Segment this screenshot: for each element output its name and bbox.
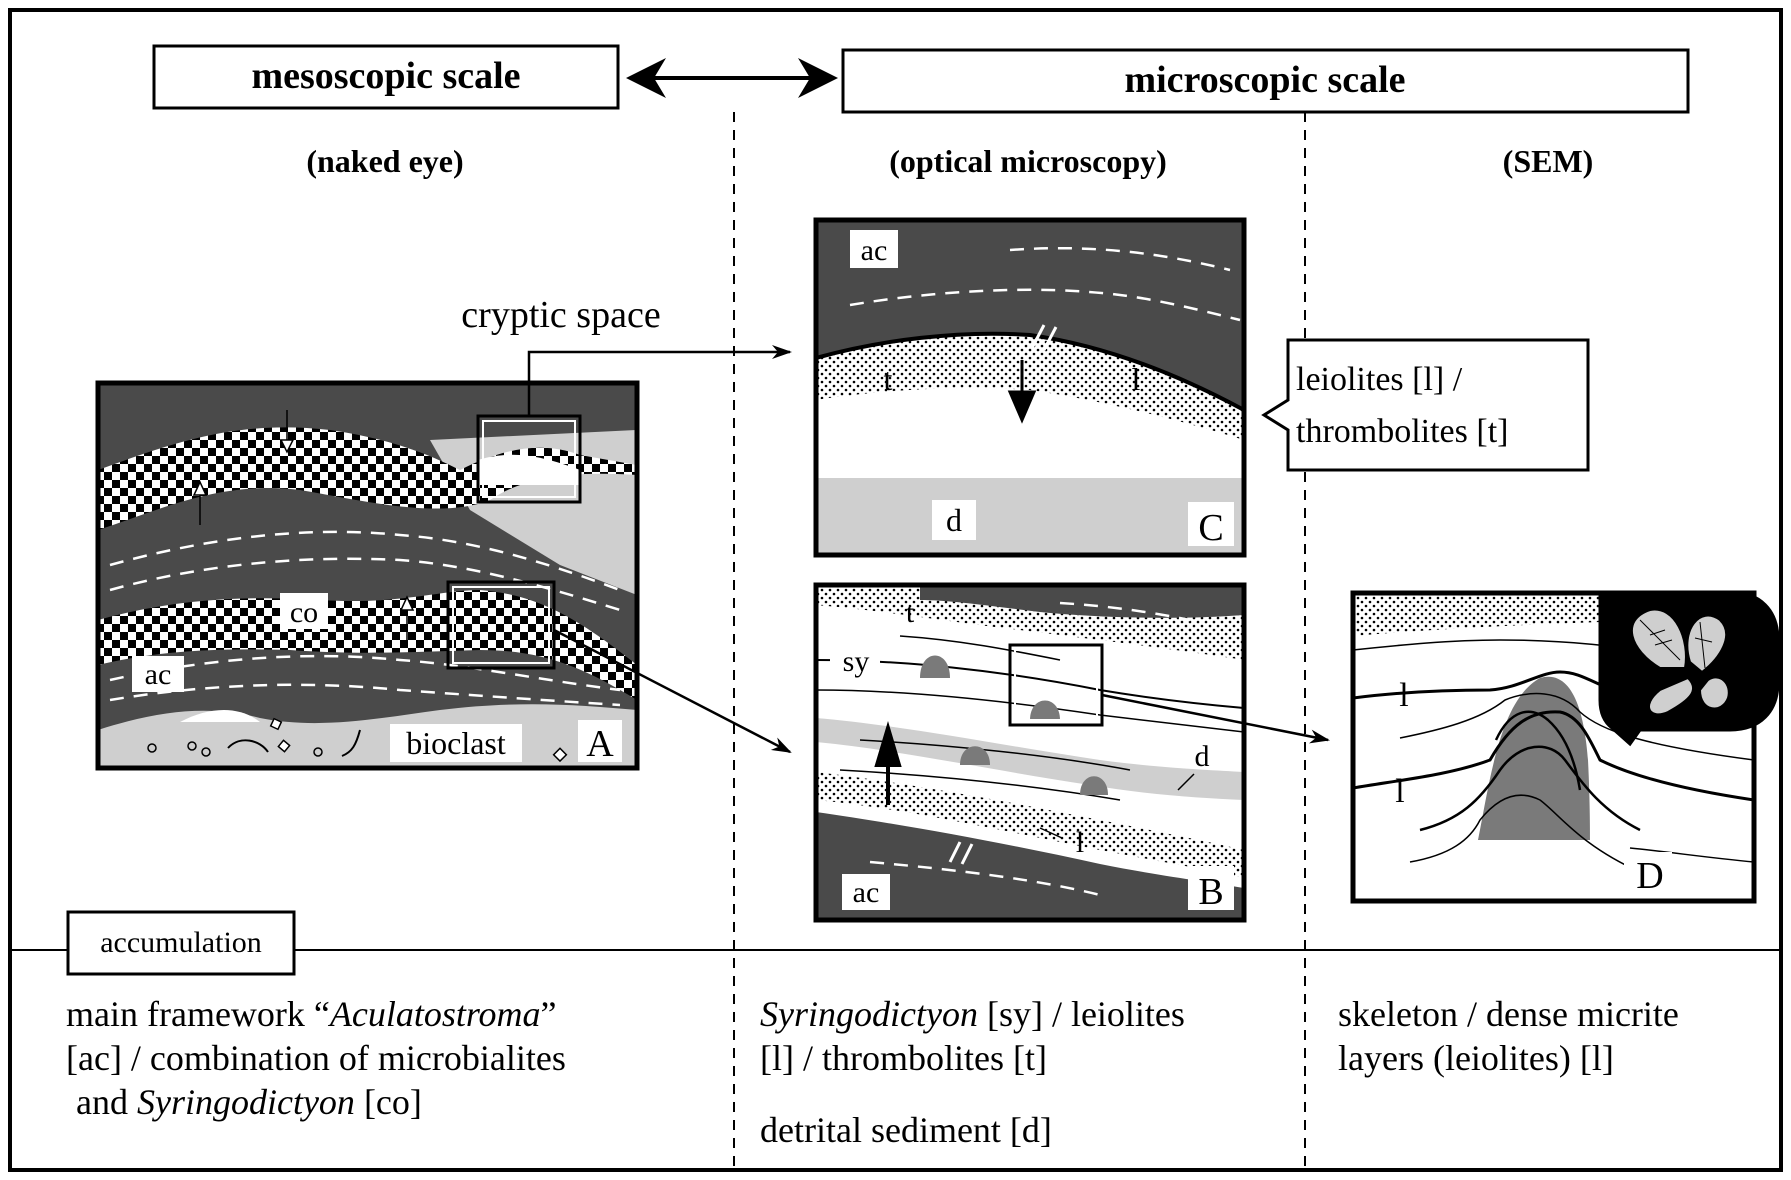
optical-microscopy-label: (optical microscopy) <box>889 143 1167 179</box>
scale-double-arrow <box>626 58 838 98</box>
panel-c-d-label: d <box>946 502 962 538</box>
arrow-b-to-d <box>1101 693 1330 744</box>
cryptic-space-connector <box>527 345 792 416</box>
panel-b-l-label: l <box>1076 826 1084 859</box>
zoom-box-b <box>1008 643 1104 727</box>
panel-b-d-label: d <box>1195 740 1210 773</box>
caption-col1-line2: [ac] / combination of microbialites <box>66 1038 566 1078</box>
caption-col2-line2: [l] / thrombolites [t] <box>760 1038 1047 1078</box>
panel-c-ac-label: ac <box>861 234 888 267</box>
microscopic-header-box <box>841 48 1690 114</box>
panel-c-l-label: l <box>1132 361 1141 397</box>
panel-b-letter: B <box>1198 871 1223 913</box>
sem-label: (SEM) <box>1503 143 1594 179</box>
naked-eye-label: (naked eye) <box>306 143 463 179</box>
panel-a-co-label: co <box>290 596 318 629</box>
panel-d-l-lower-label: l <box>1395 773 1404 810</box>
accumulation-label: accumulation <box>100 926 262 959</box>
panel-a-letter: A <box>586 723 614 765</box>
panel-d-letter: D <box>1636 855 1663 897</box>
caption-col1-line1: main framework “Aculatostroma” <box>66 994 557 1034</box>
panel-d: l l D <box>1350 590 1780 904</box>
panel-d-l-upper-label: l <box>1399 677 1408 714</box>
leiolites-callout: leiolites [l] / thrombolites [t] <box>1261 338 1590 472</box>
caption-col3-line2: layers (leiolites) [l] <box>1338 1038 1614 1078</box>
caption-col3-line1: skeleton / dense micrite <box>1338 994 1679 1034</box>
arrow-a-to-b <box>553 628 792 754</box>
leiolites-callout-line1: leiolites [l] / <box>1296 361 1463 398</box>
panel-a-bioclast-label: bioclast <box>406 725 506 761</box>
accumulation-tag: accumulation <box>66 910 296 976</box>
panel-c-letter: C <box>1198 507 1223 549</box>
panel-b-sy-label: sy <box>843 645 870 678</box>
panel-a-ac-label: ac <box>145 658 172 691</box>
panel-b: t sy d l ac B <box>813 582 1247 923</box>
caption-col2-line1: Syringodictyon [sy] / leiolites <box>760 994 1185 1034</box>
caption-col1-line3: and Syringodictyon [co] <box>76 1082 422 1122</box>
panel-d-zoom-bubble <box>1598 590 1780 747</box>
mesoscopic-header-box <box>152 44 620 110</box>
cryptic-space-label: cryptic space <box>461 294 660 336</box>
panel-c-t-label: t <box>884 361 893 397</box>
microscopic-header-label: microscopic scale <box>1124 59 1405 101</box>
zoom-box-co <box>446 580 556 670</box>
panel-b-ac-label: ac <box>853 876 880 909</box>
mesoscopic-header-label: mesoscopic scale <box>251 55 520 97</box>
panel-b-t-label: t <box>906 596 915 629</box>
panel-c: ac t l d C <box>813 217 1247 558</box>
caption-col2-line3: detrital sediment [d] <box>760 1110 1052 1150</box>
leiolites-callout-line2: thrombolites [t] <box>1296 413 1508 450</box>
panel-a: co ac bioclast A <box>95 380 640 771</box>
